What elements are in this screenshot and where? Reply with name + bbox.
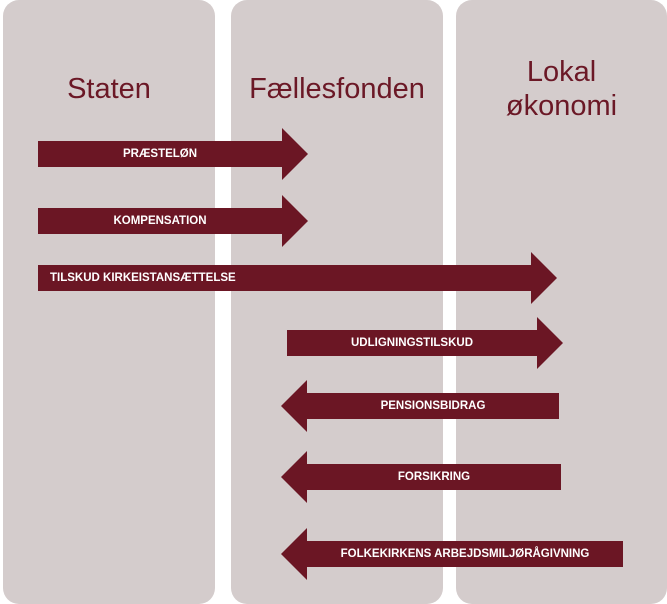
arrow-shaft xyxy=(307,393,559,419)
arrow-label: KOMPENSATION xyxy=(113,215,207,227)
column-title-faellesfonden: Fællesfonden xyxy=(249,73,425,105)
arrow-right-head xyxy=(282,195,308,247)
column-faellesfonden xyxy=(231,0,443,604)
arrow-forsikring: FORSIKRING xyxy=(281,451,561,503)
arrow-label: UDLIGNINGSTILSKUD xyxy=(350,337,474,349)
arrow-left-head xyxy=(281,451,307,503)
arrow-shaft xyxy=(38,141,282,167)
arrow-shaft xyxy=(287,330,537,356)
column-title-staten: Staten xyxy=(67,73,151,105)
arrow-shaft xyxy=(38,265,531,291)
arrow-left-head xyxy=(281,528,307,580)
arrow-right-head xyxy=(282,128,308,180)
arrow-folkekirkens-arbejdsmiljoraagivning: FOLKEKIRKENS ARBEJDSMILJØRÅGIVNING xyxy=(281,528,623,580)
arrow-shaft xyxy=(307,464,561,490)
arrow-praesteloen: PRÆSTELØN xyxy=(38,128,308,180)
arrow-label: FORSIKRING xyxy=(397,471,471,483)
arrow-right-head xyxy=(531,252,557,304)
arrow-label: FOLKEKIRKENS ARBEJDSMILJØRÅGIVNING xyxy=(340,548,590,560)
arrow-label: PENSIONSBIDRAG xyxy=(380,400,486,412)
column-title-lokal-okonomi: Lokal økonomi xyxy=(505,56,618,122)
arrow-shaft xyxy=(38,208,282,234)
arrow-shaft xyxy=(307,541,623,567)
arrow-pensionsbidrag: PENSIONSBIDRAG xyxy=(281,380,559,432)
arrow-right-head xyxy=(537,317,563,369)
arrow-kompensation: KOMPENSATION xyxy=(38,195,308,247)
arrow-label: PRÆSTELØN xyxy=(122,148,198,160)
arrow-left-head xyxy=(281,380,307,432)
arrow-tilskud-kirkeistansaettelse: TILSKUD KIRKEISTANSÆTTELSE xyxy=(38,252,557,304)
column-staten xyxy=(3,0,215,604)
arrow-udligningstilskud: UDLIGNINGSTILSKUD xyxy=(287,317,563,369)
column-lokal-okonomi xyxy=(456,0,667,604)
arrow-label: TILSKUD KIRKEISTANSÆTTELSE xyxy=(50,272,236,284)
